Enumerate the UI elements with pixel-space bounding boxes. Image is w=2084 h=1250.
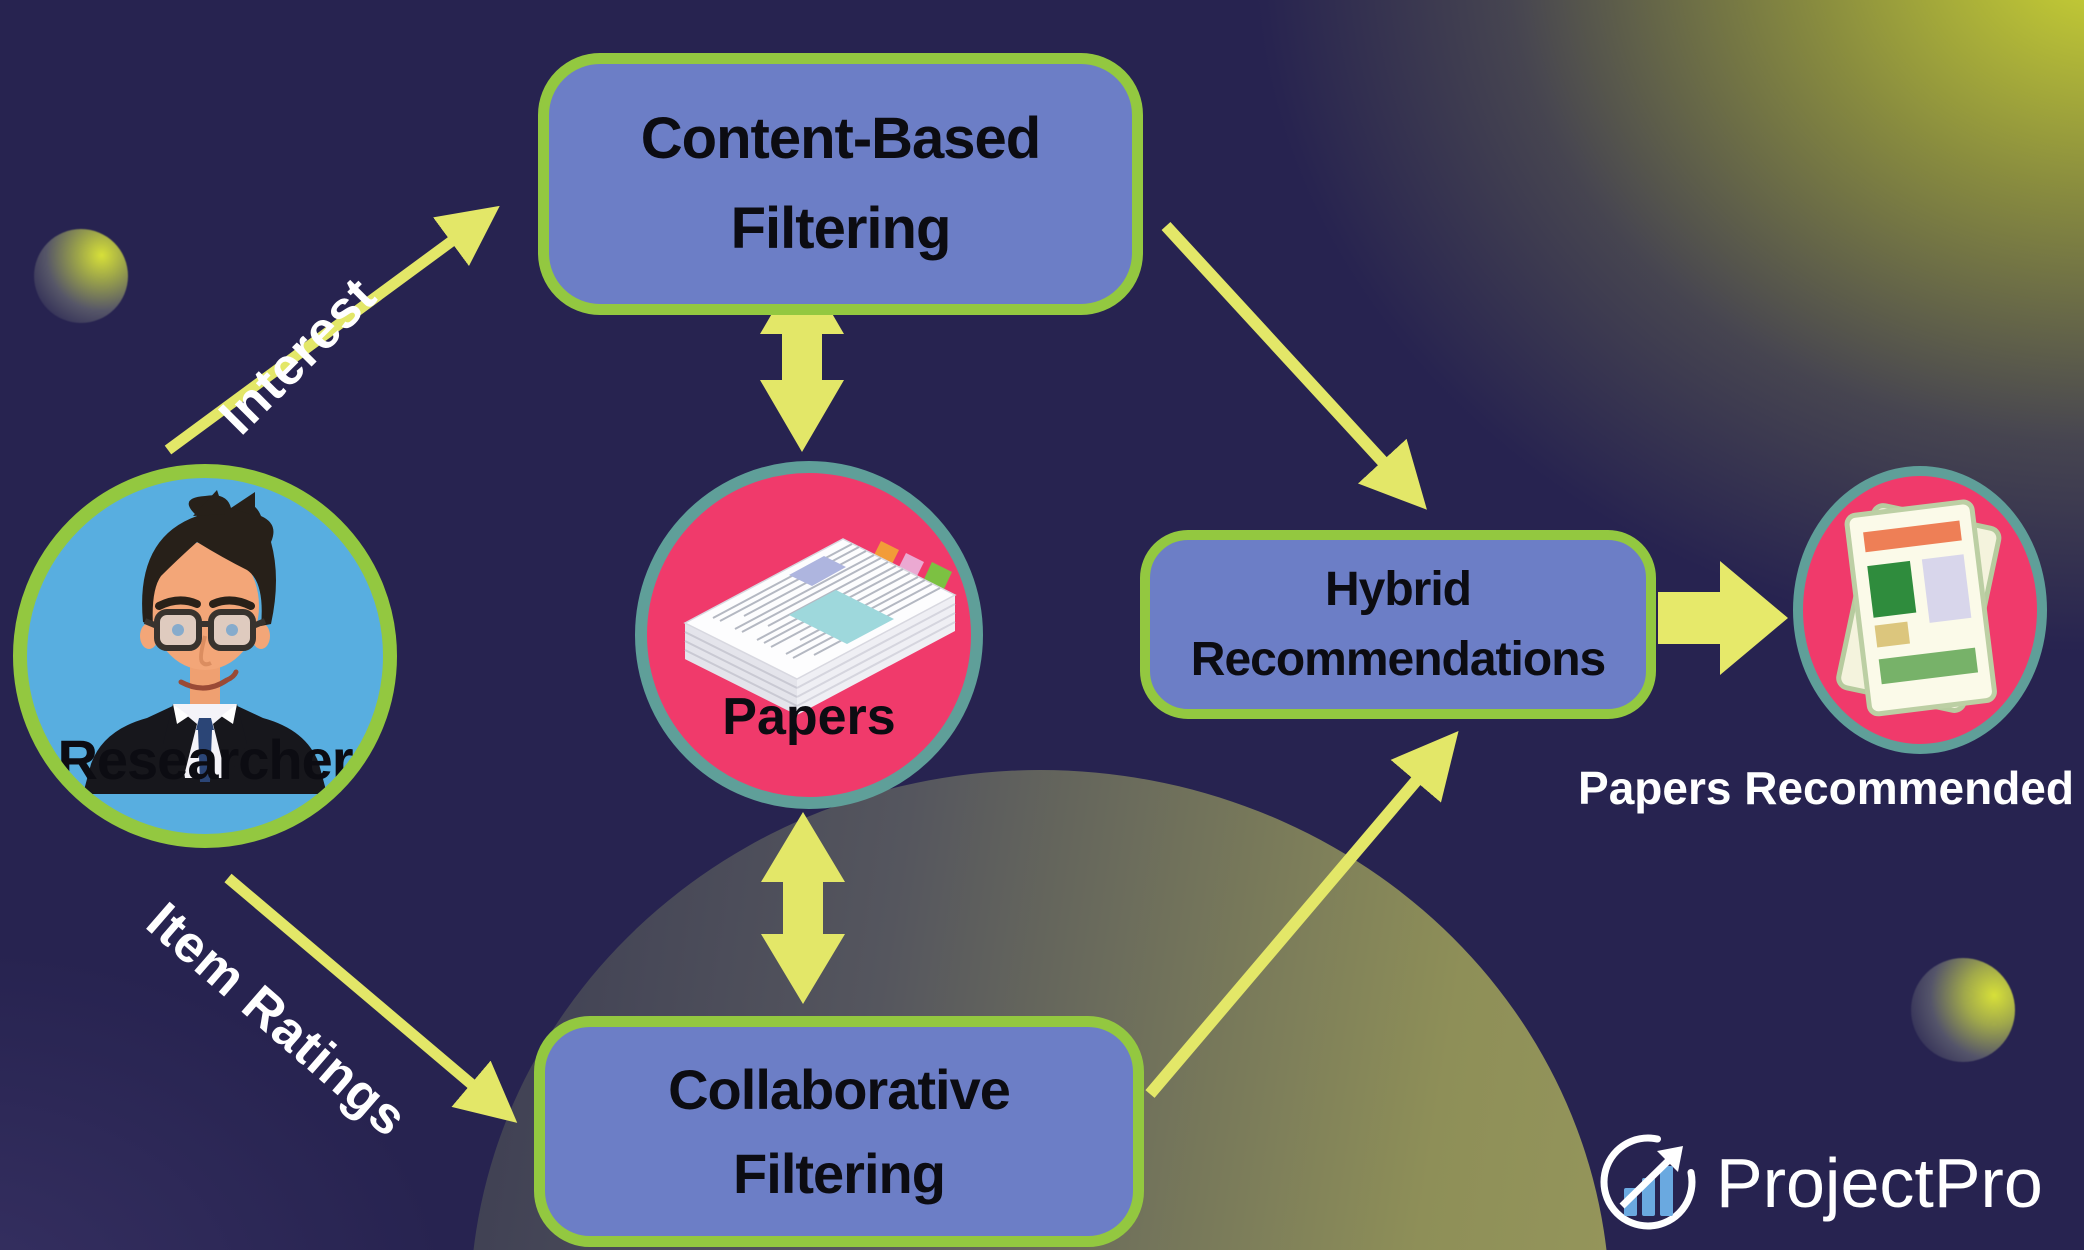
decorative-sphere-bottom-right [1911, 958, 2015, 1062]
node-label: Filtering [730, 196, 952, 261]
node-label: Filtering [733, 1141, 946, 1205]
node-label: Content-Based [640, 106, 1041, 172]
node-collaborative-filtering: Collaborative Filtering [534, 1016, 1144, 1247]
arrow-cf-to-hybrid [1145, 730, 1459, 1098]
node-researcher: Researcher [13, 464, 397, 848]
recommended-papers-icon [1836, 499, 2002, 717]
node-content-based-filtering: Content-Based Filtering [538, 53, 1143, 315]
block-arrow-hybrid-to-recommended [1658, 561, 1788, 675]
projectpro-logo: ProjectPro [1596, 1116, 2043, 1236]
decorative-sphere-top-left [34, 229, 128, 323]
papers-stack-icon [683, 538, 957, 715]
double-arrow-cf-papers [761, 812, 845, 1004]
arrow-item-ratings [224, 873, 518, 1123]
node-papers-recommended [1793, 466, 2047, 754]
researcher-avatar-icon [83, 490, 327, 794]
node-label: Hybrid [1324, 562, 1472, 616]
arrow-interest [164, 205, 500, 455]
arrow-cbf-to-hybrid [1161, 221, 1427, 510]
node-papers: Papers [635, 461, 983, 809]
projectpro-logo-icon [1600, 1134, 1696, 1230]
node-label: Recommendations [1190, 632, 1606, 686]
papers-label: Papers [722, 688, 896, 746]
papers-recommended-label: Papers Recommended [1578, 762, 2074, 814]
node-label: Collaborative [668, 1057, 1011, 1121]
node-hybrid-recommendations: Hybrid Recommendations [1140, 530, 1656, 719]
projectpro-logo-text: ProjectPro [1716, 1144, 2043, 1222]
researcher-label: Researcher [57, 728, 353, 791]
